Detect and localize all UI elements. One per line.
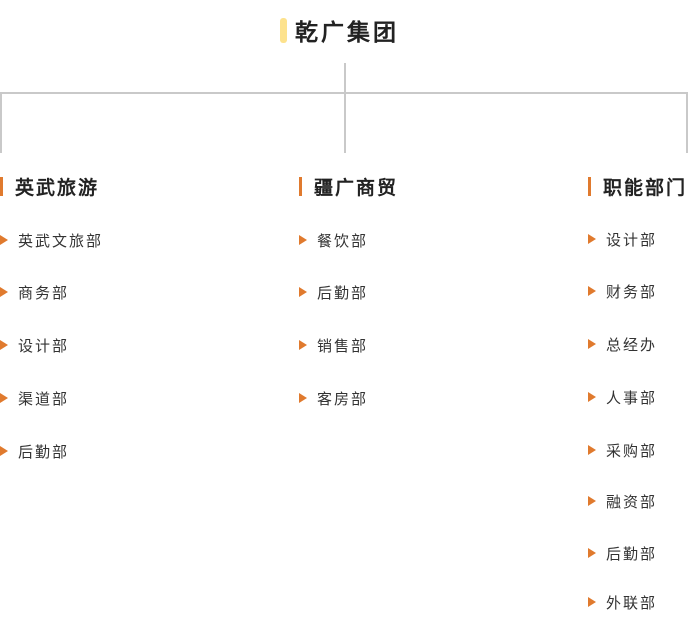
department-item: 设计部 bbox=[0, 334, 69, 356]
department-label: 商务部 bbox=[18, 283, 70, 302]
department-item: 财务部 bbox=[588, 280, 657, 302]
triangle-bullet-icon bbox=[588, 445, 596, 455]
branch-title: 疆广商贸 bbox=[314, 176, 399, 199]
department-label: 财务部 bbox=[606, 282, 658, 301]
department-label: 后勤部 bbox=[606, 544, 658, 563]
department-label: 后勤部 bbox=[317, 283, 369, 302]
department-label: 后勤部 bbox=[18, 442, 70, 461]
department-item: 英武文旅部 bbox=[0, 229, 103, 251]
triangle-bullet-icon bbox=[299, 393, 307, 403]
triangle-bullet-icon bbox=[0, 446, 8, 456]
department-label: 采购部 bbox=[606, 441, 658, 460]
triangle-bullet-icon bbox=[0, 235, 8, 245]
department-item: 后勤部 bbox=[0, 440, 69, 462]
department-label: 英武文旅部 bbox=[18, 231, 104, 250]
connector-drop-middle bbox=[344, 92, 346, 153]
department-item: 采购部 bbox=[588, 439, 657, 461]
triangle-bullet-icon bbox=[0, 287, 8, 297]
root-title: 乾广集团 bbox=[295, 20, 399, 46]
branch-header: 疆广商贸 bbox=[299, 173, 398, 199]
branch-header: 职能部门 bbox=[588, 173, 687, 199]
triangle-bullet-icon bbox=[0, 340, 8, 350]
department-label: 总经办 bbox=[606, 335, 658, 354]
department-item: 客房部 bbox=[299, 387, 368, 409]
branch-title: 职能部门 bbox=[603, 176, 688, 199]
triangle-bullet-icon bbox=[588, 597, 596, 607]
department-label: 渠道部 bbox=[18, 389, 70, 408]
triangle-bullet-icon bbox=[299, 340, 307, 350]
root-node: 乾广集团 bbox=[280, 15, 399, 46]
department-item: 后勤部 bbox=[588, 542, 657, 564]
branch-accent-bar bbox=[0, 176, 3, 196]
department-label: 销售部 bbox=[317, 336, 369, 355]
department-label: 人事部 bbox=[606, 388, 658, 407]
branch-title: 英武旅游 bbox=[15, 176, 100, 199]
department-label: 设计部 bbox=[606, 230, 658, 249]
root-accent-bar bbox=[280, 17, 287, 43]
department-item: 总经办 bbox=[588, 333, 657, 355]
triangle-bullet-icon bbox=[299, 235, 307, 245]
department-item: 商务部 bbox=[0, 281, 69, 303]
department-item: 设计部 bbox=[588, 228, 657, 250]
department-label: 外联部 bbox=[606, 593, 658, 612]
department-item: 人事部 bbox=[588, 386, 657, 408]
department-label: 设计部 bbox=[18, 336, 70, 355]
connector-drop-left bbox=[0, 92, 2, 153]
triangle-bullet-icon bbox=[299, 287, 307, 297]
department-item: 融资部 bbox=[588, 490, 657, 512]
triangle-bullet-icon bbox=[588, 339, 596, 349]
department-item: 销售部 bbox=[299, 334, 368, 356]
triangle-bullet-icon bbox=[588, 392, 596, 402]
branch-header: 英武旅游 bbox=[0, 173, 99, 199]
triangle-bullet-icon bbox=[0, 393, 8, 403]
department-item: 餐饮部 bbox=[299, 229, 368, 251]
triangle-bullet-icon bbox=[588, 234, 596, 244]
department-item: 渠道部 bbox=[0, 387, 69, 409]
triangle-bullet-icon bbox=[588, 496, 596, 506]
department-label: 客房部 bbox=[317, 389, 369, 408]
connector-trunk bbox=[344, 63, 346, 93]
connector-drop-right bbox=[686, 92, 688, 153]
branch-accent-bar bbox=[299, 176, 302, 196]
triangle-bullet-icon bbox=[588, 548, 596, 558]
department-item: 后勤部 bbox=[299, 281, 368, 303]
department-item: 外联部 bbox=[588, 591, 657, 613]
department-label: 融资部 bbox=[606, 492, 658, 511]
department-label: 餐饮部 bbox=[317, 231, 369, 250]
branch-accent-bar bbox=[588, 176, 591, 196]
triangle-bullet-icon bbox=[588, 286, 596, 296]
